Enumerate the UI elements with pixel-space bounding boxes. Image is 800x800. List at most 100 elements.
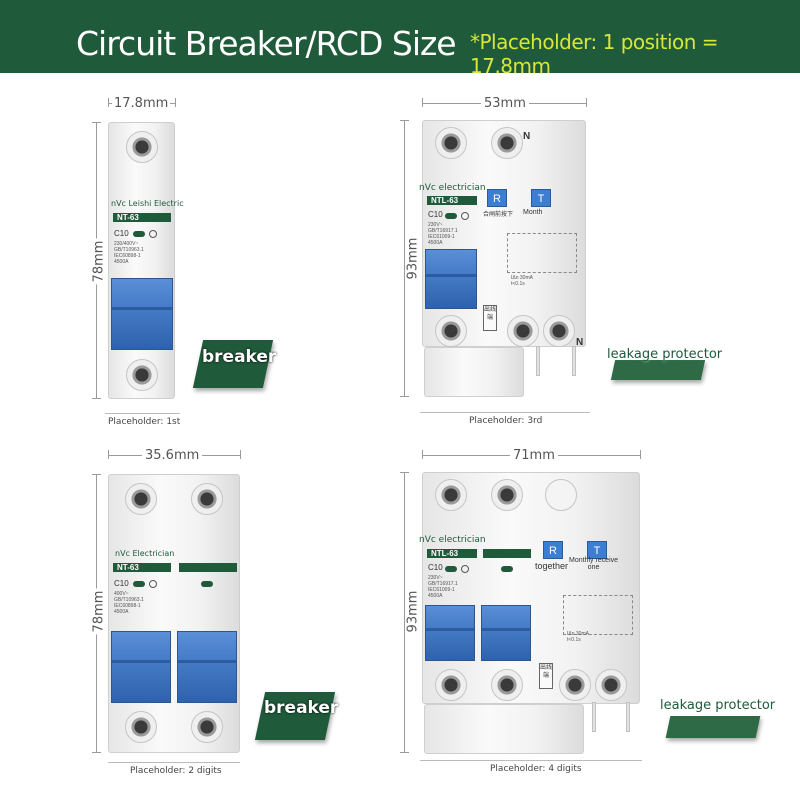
spec-text: 230/400V~ GB/T10963.1 IEC60898-1 4500A <box>114 241 144 265</box>
dimension-tick <box>422 450 423 459</box>
breaker-module: nVc Leishi Electric NT-63 C10 230/400V~ … <box>108 122 184 399</box>
rcd-base <box>424 347 524 397</box>
dimension-tick <box>422 98 423 107</box>
model-bar <box>483 549 531 558</box>
height-label: 93mm <box>405 235 421 282</box>
breaker-tag: breaker <box>202 347 277 367</box>
terminal-screw-icon <box>435 315 467 347</box>
height-label: 78mm <box>91 588 107 635</box>
rating-label: C10 <box>428 210 443 219</box>
terminal-screw-icon <box>125 711 157 743</box>
width-label: 17.8mm <box>112 96 171 111</box>
tag-background <box>610 360 706 380</box>
model-label: NTL-63 <box>427 549 477 558</box>
prong <box>626 702 630 732</box>
toggle-handle[interactable] <box>425 605 475 661</box>
cert-mark-icon <box>149 580 157 588</box>
terminal-screw-icon <box>191 483 223 515</box>
model-label: NT-63 <box>113 213 171 222</box>
breaker-module: nVc Electrician NT-63 C10 400V~ GB/T1096… <box>108 474 240 753</box>
terminal-screw-icon <box>126 359 158 391</box>
dimension-tick <box>108 450 109 459</box>
test-note: Monthly receive one <box>569 557 619 571</box>
spec-text: 230V~ GB/T16917.1 IEC61009-1 4500A <box>428 222 458 246</box>
brand-label: nVc Electrician <box>115 549 175 558</box>
breaker-tag: breaker <box>264 698 339 718</box>
spec-text: 230V~ GB/T16917.1 IEC61009-1 4500A <box>428 575 458 599</box>
leakage-protector-tag: leakage protector <box>607 347 723 362</box>
terminal-screw-icon <box>191 711 223 743</box>
terminal-screw-icon <box>559 669 591 701</box>
neutral-label: N <box>576 337 584 348</box>
model-label: NT-63 <box>113 563 171 572</box>
rating-label: C10 <box>114 229 129 238</box>
caption-divider <box>420 760 642 761</box>
brand-label: nVc Leishi Electric <box>111 199 184 208</box>
circuit-diagram-icon <box>507 233 577 273</box>
cert-mark-icon <box>461 212 469 220</box>
spec-text: 400V~ GB/T10963.1 IEC60898-1 4500A <box>114 591 144 615</box>
circuit-diagram-icon <box>563 595 633 635</box>
page-title: Circuit Breaker/RCD Size <box>76 24 457 63</box>
brand-label: nVc electrician <box>419 535 486 545</box>
dimension-tick <box>240 450 241 459</box>
terminal-screw-icon <box>595 669 627 701</box>
test-button[interactable]: T <box>587 541 607 559</box>
rcd-base <box>424 704 584 754</box>
prong <box>592 702 596 732</box>
width-label: 53mm <box>481 96 529 111</box>
dimension-tick <box>640 450 641 459</box>
leakage-protector-tag: leakage protector <box>660 698 776 713</box>
indicator-window <box>133 231 145 237</box>
height-label: 78mm <box>91 238 107 285</box>
terminal-screw-icon <box>543 315 575 347</box>
width-label: 35.6mm <box>142 448 203 463</box>
prong <box>572 346 576 376</box>
toggle-handle[interactable] <box>111 631 171 703</box>
dimension-tick <box>586 98 587 107</box>
outlet-label: 出线端 <box>539 663 553 689</box>
reset-button[interactable]: R <box>543 541 563 559</box>
width-label: 71mm <box>510 448 558 463</box>
terminal-screw-icon <box>491 479 523 511</box>
placeholder-note: *Placeholder: 1 position = 17.8mm <box>470 30 719 78</box>
terminal-screw-icon <box>435 669 467 701</box>
terminal-screw-icon <box>125 483 157 515</box>
model-bar <box>179 563 237 572</box>
model-label: NTL-63 <box>427 196 477 205</box>
rcd-module: N nVc electrician NTL-63 C10 230V~ GB/T1… <box>419 120 586 347</box>
terminal-screw-icon <box>491 127 523 159</box>
terminal-screw-icon <box>491 669 523 701</box>
placeholder-caption: Placeholder: 2 digits <box>130 766 222 776</box>
indicator-window <box>501 566 513 572</box>
indicator-window <box>445 213 457 219</box>
dimension-line <box>404 472 405 753</box>
brand-label: nVc electrician <box>419 183 486 193</box>
reset-button[interactable]: R <box>487 189 507 207</box>
leakage-spec: IΔn 30mA t<0.1s <box>567 631 589 643</box>
cert-mark-icon <box>461 565 469 573</box>
terminal-screw-icon <box>126 131 158 163</box>
placeholder-caption: Placeholder: 3rd <box>469 416 543 426</box>
dimension-line <box>404 120 405 397</box>
toggle-handle[interactable] <box>481 605 531 661</box>
leakage-spec: IΔn 30mA t<0.1s <box>511 275 533 287</box>
caption-divider <box>108 762 240 763</box>
cert-mark-icon <box>149 230 157 238</box>
terminal-screw-icon <box>435 479 467 511</box>
indicator-window <box>445 566 457 572</box>
dimension-tick <box>175 98 176 107</box>
rcd-module: nVc electrician NTL-63 C10 230V~ GB/T169… <box>419 472 640 704</box>
header-banner: Circuit Breaker/RCD Size *Placeholder: 1… <box>0 0 800 78</box>
placeholder-caption: Placeholder: 1st <box>108 417 181 427</box>
terminal-screw-icon <box>507 315 539 347</box>
outlet-label: 出线端 <box>483 305 497 331</box>
toggle-handle[interactable] <box>177 631 237 703</box>
toggle-handle[interactable] <box>425 249 477 309</box>
terminal-screw-icon <box>435 127 467 159</box>
toggle-handle[interactable] <box>111 278 173 350</box>
rating-label: C10 <box>428 563 443 572</box>
placeholder-caption: Placeholder: 4 digits <box>490 764 582 774</box>
indicator-window <box>201 581 213 587</box>
test-button[interactable]: T <box>531 189 551 207</box>
